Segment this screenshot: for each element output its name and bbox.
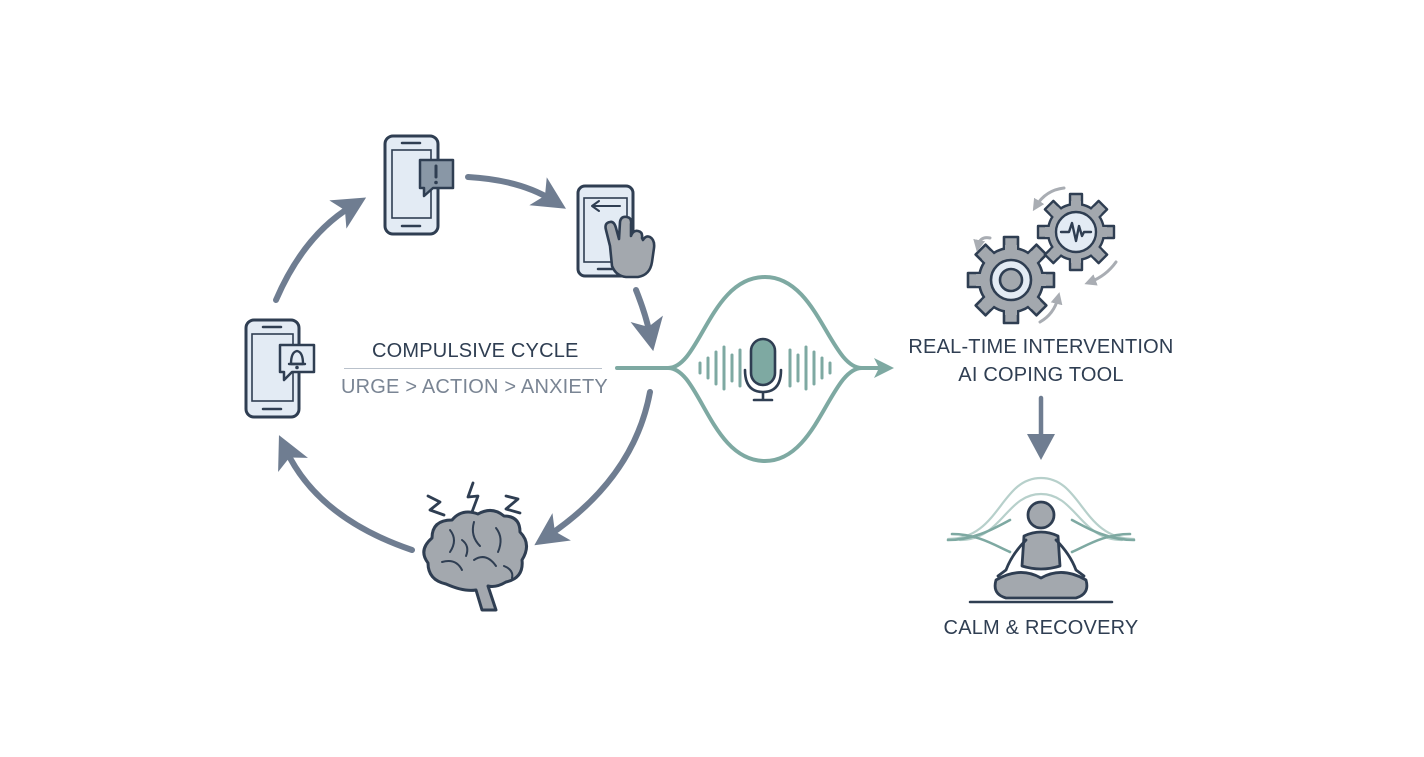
outcome-title: CALM & RECOVERY [943, 617, 1139, 639]
phone-bell-icon [244, 318, 316, 419]
intervention-subtitle: AI COPING TOOL [958, 364, 1124, 386]
cycle-subtitle: URGE > ACTION > ANXIETY [341, 376, 608, 398]
microphone-waveform-icon [743, 337, 783, 402]
intervention-title: REAL-TIME INTERVENTION [908, 336, 1174, 358]
rotation-arrows [973, 186, 1118, 324]
gear-small-icon [1036, 192, 1116, 272]
waveform-bars-right [788, 345, 832, 391]
gear-large-icon [966, 235, 1056, 325]
phone-notification-icon [383, 134, 455, 236]
waveform-bars-left [698, 345, 742, 391]
arrow-brain-to-left [278, 435, 415, 553]
arrow-phone-to-swipe [465, 174, 566, 209]
waveform-bridge [615, 274, 894, 464]
brain-stress-icon [422, 481, 528, 612]
arrow-left-up [273, 197, 367, 303]
cycle-title: COMPULSIVE CYCLE [372, 340, 579, 362]
gears-icon [966, 186, 1118, 325]
arrow-down [1027, 395, 1055, 460]
arrow-swipe-down [630, 287, 663, 352]
arrow-right-to-brain [534, 389, 653, 546]
phone-swipe-icon [576, 184, 656, 279]
cycle-divider [344, 368, 602, 369]
meditation-person-icon [946, 476, 1136, 604]
cycle-arrows [273, 174, 663, 553]
